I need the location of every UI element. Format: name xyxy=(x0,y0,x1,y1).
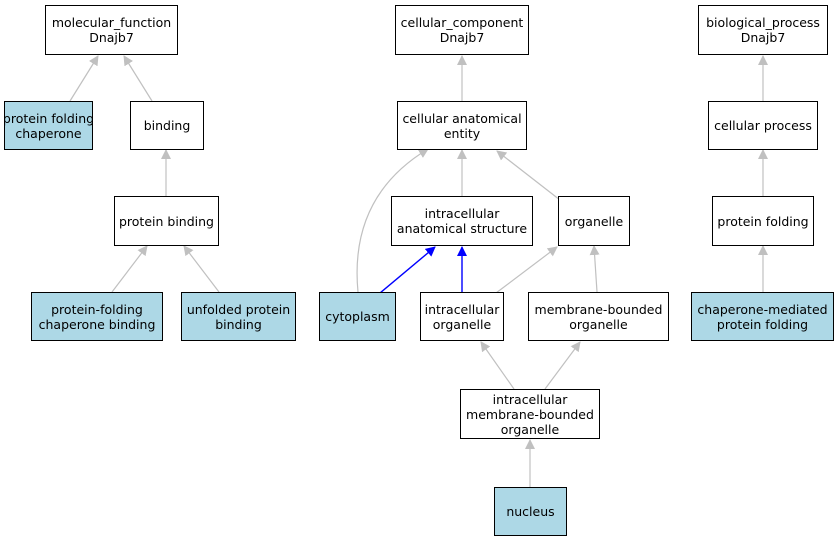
node-label: entity xyxy=(443,125,481,141)
node-intracellular-organelle[interactable]: intracellular organelle xyxy=(420,292,504,341)
node-cytoplasm[interactable]: cytoplasm xyxy=(319,292,396,341)
node-label: molecular_function xyxy=(51,15,172,30)
node-protein-folding[interactable]: protein folding xyxy=(712,196,814,246)
node-label: protein folding xyxy=(717,213,809,229)
node-cellular-component[interactable]: cellular_component Dnajb7 xyxy=(395,5,529,55)
node-binding[interactable]: binding xyxy=(130,101,204,150)
node-intracellular-anatomical-structure[interactable]: intracellular anatomical structure xyxy=(391,196,533,246)
node-label: unfolded protein xyxy=(186,301,291,317)
node-label: binding xyxy=(143,118,191,133)
node-protein-folding-chaperone[interactable]: protein folding chaperone xyxy=(2,101,95,150)
edge-binding-to-molecular-function xyxy=(123,55,153,102)
node-label: membrane-bounded xyxy=(466,406,594,422)
edge-intracellular-organelle-to-organelle xyxy=(495,246,558,294)
node-label: cellular_component xyxy=(400,15,524,30)
node-intracellular-membrane-bounded-organelle[interactable]: intracellular membrane-bounded organelle xyxy=(460,389,600,439)
node-label: Dnajb7 xyxy=(439,30,485,45)
edge-organelle-to-cae xyxy=(496,150,561,201)
node-label: chaperone-mediated xyxy=(697,301,828,317)
edge-cytoplasm-to-ias xyxy=(379,246,436,294)
node-label: protein binding xyxy=(118,213,214,229)
node-cellular-anatomical-entity[interactable]: cellular anatomical entity xyxy=(397,101,527,150)
edge-imbo-to-intracellular-organelle xyxy=(480,341,515,390)
node-label: organelle xyxy=(500,421,560,437)
node-label: organelle xyxy=(432,316,492,332)
edge-chaperone-to-molecular-function xyxy=(69,55,99,102)
edge-unfolded-binding-to-protein-binding xyxy=(183,245,220,293)
node-label: intracellular xyxy=(424,301,500,317)
node-label: organelle xyxy=(564,213,624,229)
node-molecular-function[interactable]: molecular_function Dnajb7 xyxy=(45,5,178,55)
node-label: membrane-bounded xyxy=(534,301,663,317)
node-label: chaperone xyxy=(15,125,82,141)
node-biological-process[interactable]: biological_process Dnajb7 xyxy=(698,5,828,55)
node-label: intracellular xyxy=(424,206,500,221)
node-unfolded-protein-binding[interactable]: unfolded protein binding xyxy=(181,292,296,341)
node-label: Dnajb7 xyxy=(740,30,786,45)
node-membrane-bounded-organelle[interactable]: membrane-bounded organelle xyxy=(528,292,669,341)
edge-imbo-to-membrane-bounded xyxy=(544,341,581,390)
node-label: protein folding xyxy=(2,110,95,126)
node-label: biological_process xyxy=(706,15,820,30)
node-label: protein-folding xyxy=(51,301,143,317)
node-label: organelle xyxy=(569,316,628,332)
node-label: cellular anatomical xyxy=(402,110,522,126)
node-label: anatomical structure xyxy=(396,221,528,236)
node-cellular-process[interactable]: cellular process xyxy=(708,101,818,150)
node-label: binding xyxy=(215,316,262,332)
edge-membrane-bounded-to-organelle xyxy=(589,245,600,293)
node-chaperone-mediated-protein-folding[interactable]: chaperone-mediated protein folding xyxy=(691,292,834,341)
node-protein-binding[interactable]: protein binding xyxy=(114,196,219,246)
node-label: intracellular xyxy=(492,391,568,407)
node-nucleus[interactable]: nucleus xyxy=(494,487,567,536)
edge-cytoplasm-to-cae xyxy=(356,148,429,293)
edge-pf-chaperone-binding-to-protein-binding xyxy=(111,245,148,293)
node-label: cellular process xyxy=(714,118,812,133)
node-label: protein folding xyxy=(716,316,809,332)
node-label: nucleus xyxy=(506,504,555,519)
node-label: chaperone binding xyxy=(38,316,156,332)
node-label: cytoplasm xyxy=(325,309,390,324)
node-label: Dnajb7 xyxy=(89,30,134,45)
node-organelle[interactable]: organelle xyxy=(558,196,630,246)
node-protein-folding-chaperone-binding[interactable]: protein-folding chaperone binding xyxy=(31,292,163,341)
